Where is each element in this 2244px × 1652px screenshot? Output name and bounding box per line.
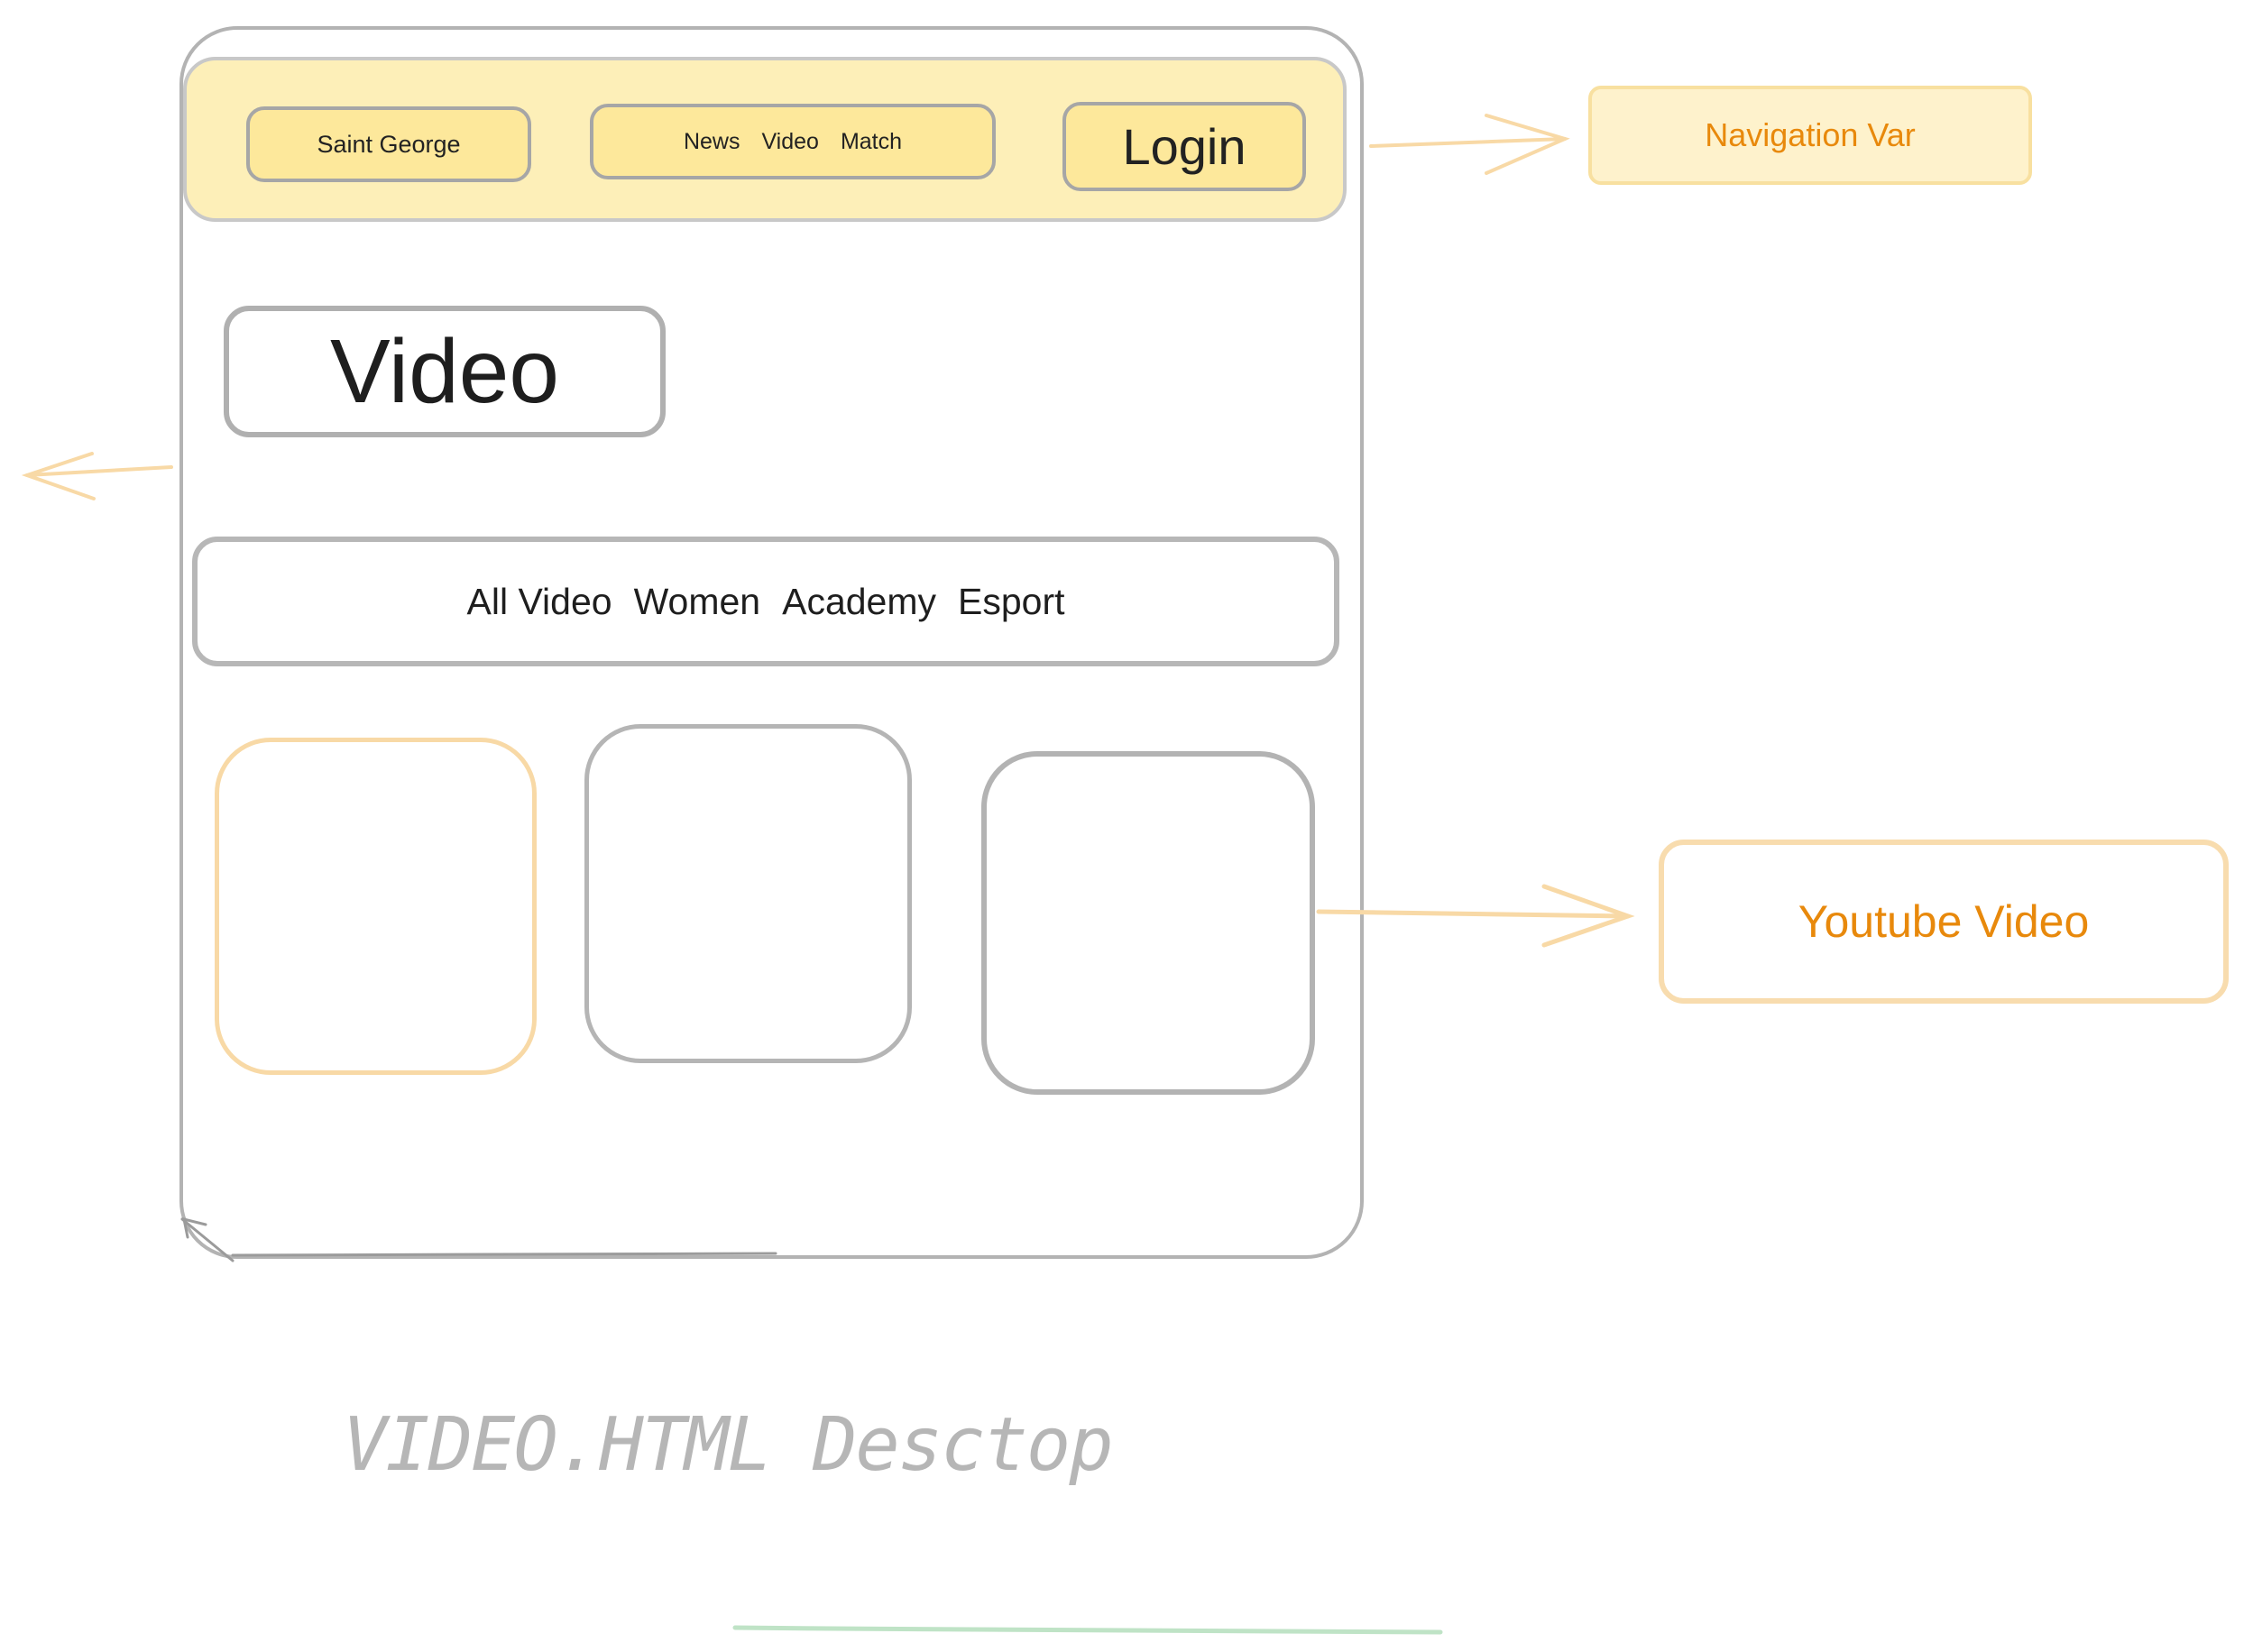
navigation-annotation: Navigation Var — [1588, 86, 2032, 185]
youtube-annotation-label: Youtube Video — [1798, 896, 2090, 947]
nav-links-group: News Video Match — [590, 104, 996, 179]
nav-link-video[interactable]: Video — [761, 128, 819, 154]
caption-underline — [732, 1625, 1443, 1635]
brand-label: Saint George — [317, 130, 461, 158]
filter-all-video[interactable]: All Video — [466, 580, 612, 622]
page-title: Video — [224, 306, 666, 437]
video-card-2[interactable] — [584, 724, 912, 1063]
video-card-3[interactable] — [981, 751, 1315, 1095]
video-card-1[interactable] — [215, 738, 537, 1075]
nav-link-news[interactable]: News — [683, 128, 740, 154]
wireframe-caption: VIDEO.HTML Desctop — [343, 1402, 1114, 1488]
filter-women[interactable]: Women — [633, 580, 761, 622]
left-arrow-icon — [21, 452, 173, 500]
filter-academy[interactable]: Academy — [782, 580, 937, 622]
login-label: Login — [1122, 118, 1246, 175]
desktop-wireframe-frame — [179, 26, 1364, 1259]
video-filter-bar: All Video Women Academy Esport — [192, 537, 1339, 666]
brand-button[interactable]: Saint George — [246, 106, 531, 182]
nav-link-match[interactable]: Match — [840, 128, 903, 154]
login-button[interactable]: Login — [1062, 102, 1306, 191]
youtube-arrow-icon — [1316, 884, 1635, 948]
youtube-annotation: Youtube Video — [1659, 840, 2229, 1004]
navigation-annotation-label: Navigation Var — [1705, 116, 1916, 153]
navigation-arrow-icon — [1369, 114, 1570, 175]
filter-esport[interactable]: Esport — [958, 580, 1065, 622]
